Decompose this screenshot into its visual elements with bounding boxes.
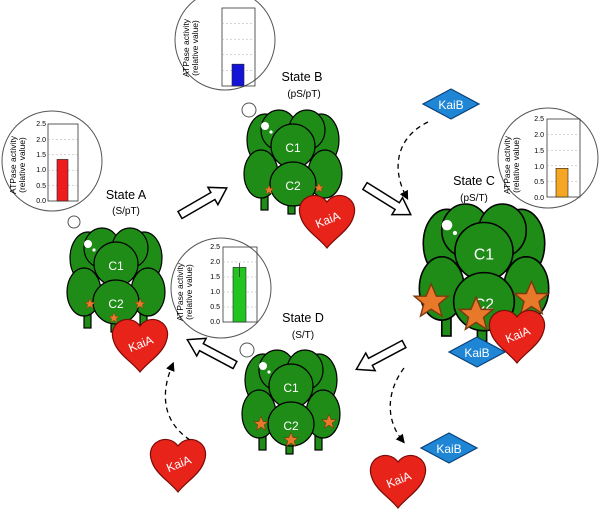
- c2-label: C2: [108, 297, 124, 311]
- tick-label: 0.0: [210, 319, 220, 326]
- kaib-label: KaiB: [464, 346, 489, 360]
- free-kaib-top: KaiB: [422, 88, 480, 120]
- dashed-arrow-kaia-binding: [164, 361, 191, 441]
- c2-label: C2: [285, 179, 301, 193]
- state-d-kaic: C1 C2: [241, 349, 341, 455]
- free-kaia-bottom-right: KaiA: [369, 454, 427, 509]
- state-d-inset: ATPase activity (relative value) 0.0 0.5…: [170, 237, 272, 358]
- tick-label: 2.5: [534, 116, 544, 123]
- state-c-inset-ylabel-2: (relative value): [511, 137, 521, 193]
- state-c-kaia: KaiA: [488, 309, 546, 364]
- state-a-kaia: KaiA: [111, 318, 169, 373]
- tick-label: 1.0: [210, 289, 220, 296]
- state-a-inset: ATPase activity (relative value) 0.0 0.5…: [1, 110, 103, 229]
- kaib-label: KaiB: [438, 98, 463, 112]
- dashed-arrow-release: [389, 367, 405, 444]
- tick-label: 1.0: [534, 164, 544, 171]
- kaib-label: KaiB: [436, 442, 461, 456]
- tick-label: 1.0: [36, 167, 46, 174]
- state-b-title: State B: [282, 70, 323, 84]
- arrow-a-to-b: [176, 186, 228, 220]
- arrow-b-to-c: [361, 181, 412, 216]
- state-c-atpase-bar: [555, 167, 569, 198]
- tick-label: 2.0: [210, 259, 220, 266]
- tick-label: 1.5: [210, 274, 220, 281]
- state-a-inset-ticks: 0.0 0.5 1.0 1.5 2.0 2.5: [36, 121, 46, 205]
- state-a-title: State A: [106, 188, 147, 202]
- state-d-phospho: (S/T): [292, 330, 314, 341]
- state-a-kaic: C1 C2: [66, 227, 166, 333]
- tick-label: 0.5: [210, 304, 220, 311]
- tick-label: 0.5: [534, 179, 544, 186]
- c2-label: C2: [283, 419, 299, 433]
- c1-label: C1: [108, 259, 124, 273]
- state-c-phospho: (pS/T): [460, 193, 488, 204]
- state-d-inset-ylabel-2: (relative value): [184, 264, 194, 320]
- tick-label: 0.0: [36, 198, 46, 205]
- c1-label: C1: [283, 381, 299, 395]
- tick-label: 2.5: [36, 121, 46, 128]
- c1-label: C1: [474, 246, 494, 263]
- state-a-phospho: (S/pT): [112, 206, 140, 217]
- free-kaib-bottom: KaiB: [420, 432, 478, 464]
- tick-label: 0.5: [36, 183, 46, 190]
- arrow-d-to-a: [186, 337, 238, 370]
- state-b-inset: ATPase activity (relative value): [174, 0, 276, 118]
- state-b-atpase-bar: [231, 63, 245, 87]
- state-a-inset-ylabel-2: (relative value): [17, 137, 27, 193]
- dashed-arrow-kaib-binding: [397, 121, 429, 201]
- state-a-atpase-bar: [56, 159, 69, 202]
- tick-label: 2.0: [534, 132, 544, 139]
- state-a-inset-ylabel: ATPase activity: [8, 135, 18, 194]
- state-c-kaic: C1 C2: [413, 203, 550, 343]
- tick-label: 2.0: [36, 137, 46, 144]
- state-c-title: State C: [453, 174, 495, 188]
- tick-label: 1.5: [36, 152, 46, 159]
- state-b: ATPase activity (relative value) State B…: [174, 0, 356, 249]
- state-b-kaia: KaiA: [298, 194, 356, 249]
- tick-label: 1.5: [534, 148, 544, 155]
- state-d-inset-ticks: 0.0 0.5 1.0 1.5 2.0 2.5: [210, 244, 220, 326]
- state-d-title: State D: [282, 311, 324, 325]
- state-b-inset-ylabel: ATPase activity: [181, 18, 191, 77]
- state-a: ATPase activity (relative value) 0.0 0.5…: [1, 110, 169, 373]
- state-c-kaib: KaiB: [448, 336, 506, 368]
- state-b-inset-ylabel-2: (relative value): [190, 20, 200, 76]
- arrow-c-to-d: [355, 339, 407, 372]
- state-d-inset-ylabel: ATPase activity: [175, 262, 185, 321]
- state-b-phospho: (pS/pT): [287, 89, 320, 100]
- state-c-inset-ticks: 0.0 0.5 1.0 1.5 2.0 2.5: [534, 116, 544, 202]
- tick-label: 0.0: [534, 195, 544, 202]
- state-b-kaic: C1 C2: [243, 109, 343, 215]
- tick-label: 2.5: [210, 244, 220, 251]
- c1-label: C1: [285, 141, 301, 155]
- state-d: ATPase activity (relative value) 0.0 0.5…: [170, 237, 341, 455]
- free-kaia-bottom-left: KaiA: [149, 438, 207, 493]
- state-c: ATPase activity (relative value) 0.0 0.5…: [413, 107, 599, 368]
- state-c-inset-ylabel: ATPase activity: [502, 135, 512, 194]
